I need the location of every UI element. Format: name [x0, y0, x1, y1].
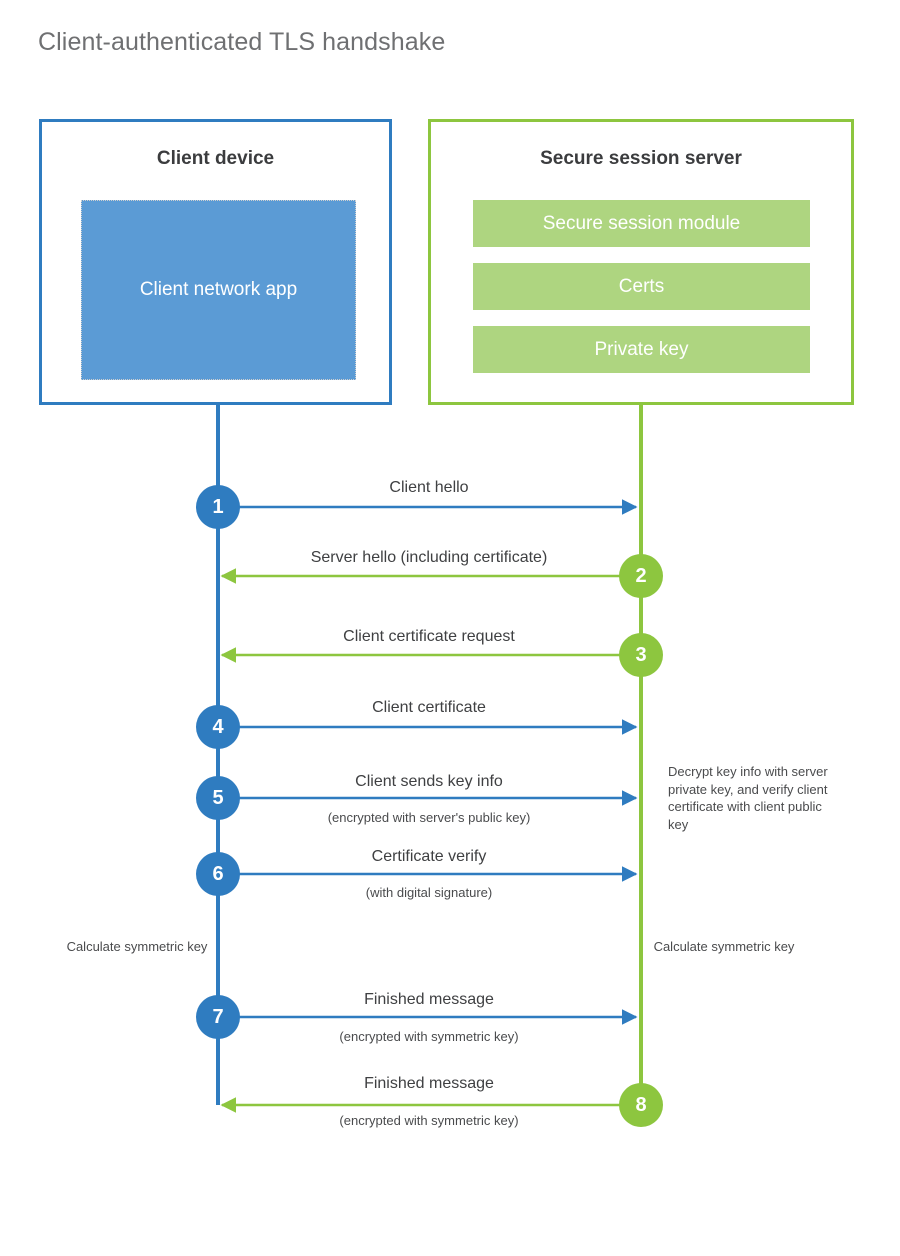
step-circle-3[interactable]: 3	[619, 633, 663, 677]
message-label-2: Server hello (including certificate)	[310, 549, 548, 566]
server-module-certs: Certs	[473, 263, 810, 310]
step-circle-5[interactable]: 5	[196, 776, 240, 820]
message-sublabel-6: (with digital signature)	[365, 885, 493, 900]
client-lifeline	[216, 405, 220, 1105]
message-label-1: Client hello	[389, 479, 469, 496]
step-circle-1[interactable]: 1	[196, 485, 240, 529]
step-circle-2[interactable]: 2	[619, 554, 663, 598]
step-circle-4[interactable]: 4	[196, 705, 240, 749]
message-label-7: Finished message	[364, 991, 494, 1008]
step-circle-6[interactable]: 6	[196, 852, 240, 896]
message-label-3: Client certificate request	[343, 628, 515, 645]
message-label-8: Finished message	[364, 1075, 494, 1092]
message-label-6: Certificate verify	[371, 848, 487, 865]
client-device-panel: Client device Client network app	[39, 119, 392, 405]
message-label-4: Client certificate	[372, 699, 486, 716]
page-title: Client-authenticated TLS handshake	[38, 28, 446, 56]
secure-session-server-title: Secure session server	[540, 148, 742, 169]
server-module-private-key: Private key	[473, 326, 810, 373]
note-server-calculate-symmetric-key: Calculate symmetric key	[653, 939, 795, 954]
note-client-calculate-symmetric-key: Calculate symmetric key	[66, 939, 208, 954]
step-circle-7[interactable]: 7	[196, 995, 240, 1039]
client-network-app-box: Client network app	[81, 200, 356, 380]
server-lifeline	[639, 405, 643, 1105]
message-sublabel-7: (encrypted with symmetric key)	[339, 1029, 519, 1044]
client-device-title: Client device	[156, 148, 275, 169]
message-sublabel-5: (encrypted with server's public key)	[327, 810, 531, 825]
message-label-5: Client sends key info	[355, 773, 503, 790]
step-circle-8[interactable]: 8	[619, 1083, 663, 1127]
secure-session-server-panel: Secure session server Secure session mod…	[428, 119, 854, 405]
message-sublabel-8: (encrypted with symmetric key)	[339, 1113, 519, 1128]
client-network-app-label: Client network app	[139, 279, 298, 301]
server-module-secure-session-module: Secure session module	[473, 200, 810, 247]
note-server-decrypt: Decrypt key info with server private key…	[668, 764, 828, 832]
